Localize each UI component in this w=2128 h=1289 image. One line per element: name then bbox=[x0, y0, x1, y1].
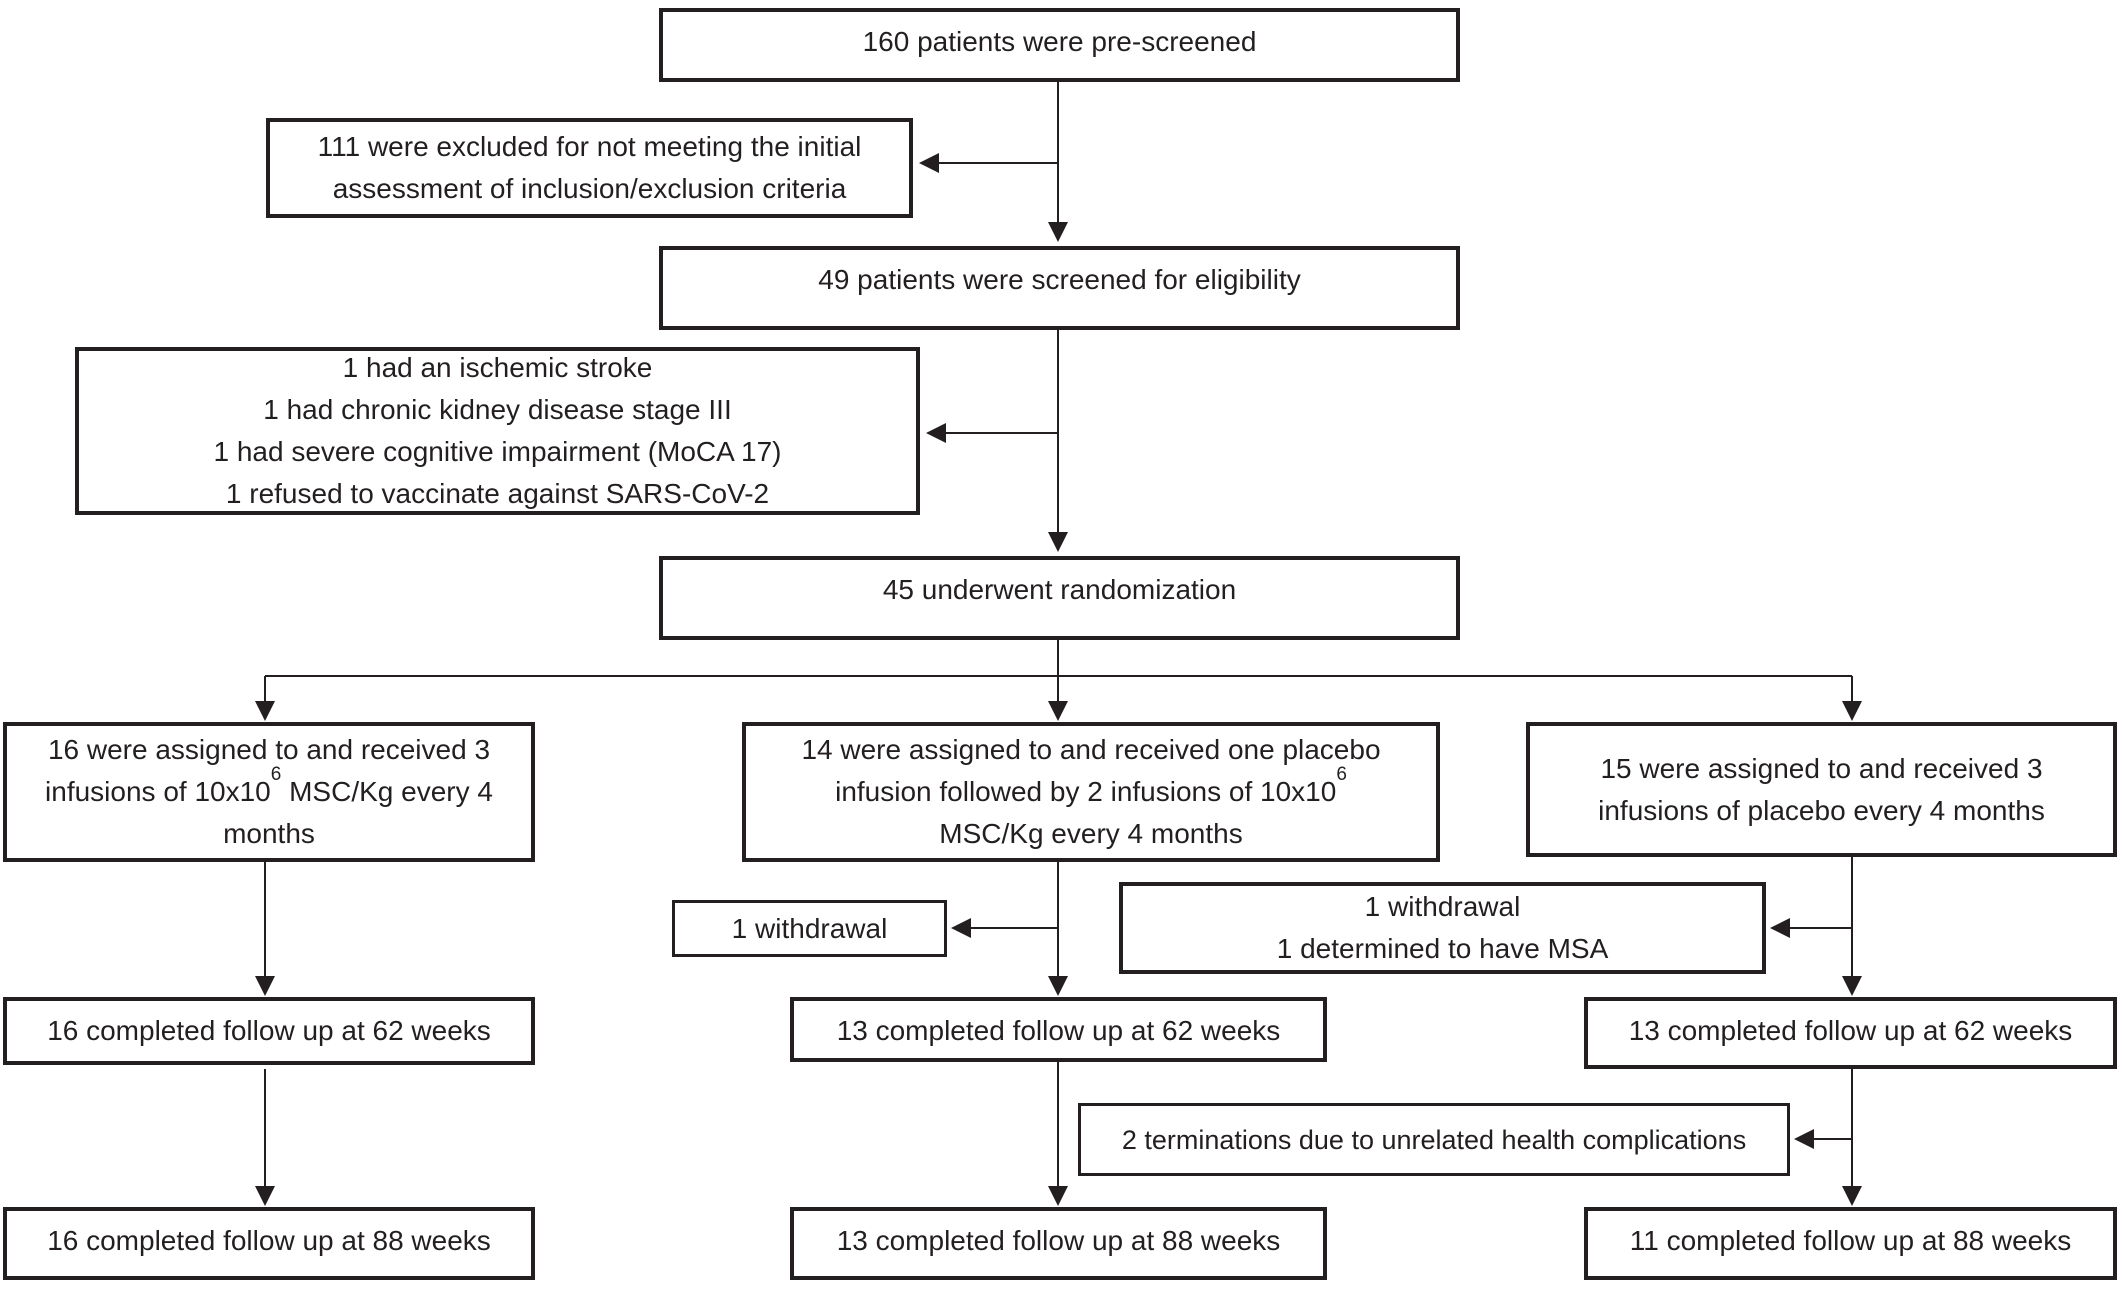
node-prescreened: 160 patients were pre-screened bbox=[659, 8, 1460, 82]
arrow-group bbox=[255, 82, 1862, 1206]
node-excluded-initial-line: 111 were excluded for not meeting the in… bbox=[317, 131, 862, 162]
node-randomized: 45 underwent randomization bbox=[659, 556, 1460, 640]
dose-text: infusions of 10x10 bbox=[45, 776, 271, 807]
node-arm-placebo-then-msc: 14 were assigned to and received one pla… bbox=[742, 722, 1440, 862]
node-excluded-initial: 111 were excluded for not meeting the in… bbox=[266, 118, 913, 218]
node-screened-text: 49 patients were screened for eligibilit… bbox=[818, 264, 1301, 295]
dose-exponent: 6 bbox=[270, 763, 282, 785]
node-arm-placebo: 15 were assigned to and received 3 infus… bbox=[1526, 722, 2117, 857]
node-wk88-left: 16 completed follow up at 88 weeks bbox=[3, 1207, 535, 1280]
node-terminations-text: 2 terminations due to unrelated health c… bbox=[1121, 1124, 1747, 1155]
node-arm-placebo-then-msc-line: infusion followed by 2 infusions of 10x1… bbox=[835, 765, 1347, 813]
node-arm-placebo-line: 15 were assigned to and received 3 bbox=[1600, 752, 2043, 784]
node-wk62-left-text: 16 completed follow up at 62 weeks bbox=[47, 1015, 491, 1046]
node-excluded-eligibility-line: 1 refused to vaccinate against SARS-CoV-… bbox=[225, 478, 770, 509]
node-excluded-eligibility-line: 1 had severe cognitive impairment (MoCA … bbox=[213, 436, 782, 467]
node-excluded-eligibility-line: 1 had chronic kidney disease stage III bbox=[263, 394, 732, 425]
node-prescreened-text: 160 patients were pre-screened bbox=[862, 26, 1257, 57]
node-screened: 49 patients were screened for eligibilit… bbox=[659, 246, 1460, 330]
node-wk62-mid: 13 completed follow up at 62 weeks bbox=[790, 997, 1327, 1062]
node-arm-msc-line: infusions of 10x106 MSC/Kg every 4 bbox=[45, 765, 493, 813]
node-randomized-text: 45 underwent randomization bbox=[882, 574, 1237, 605]
dose-text: MSC/Kg every 4 bbox=[281, 776, 493, 807]
node-wk88-mid: 13 completed follow up at 88 weeks bbox=[790, 1207, 1327, 1280]
node-excluded-eligibility: 1 had an ischemic stroke 1 had chronic k… bbox=[75, 347, 920, 515]
node-arm-placebo-then-msc-line: MSC/Kg every 4 months bbox=[939, 818, 1243, 849]
node-wk62-mid-text: 13 completed follow up at 62 weeks bbox=[836, 1015, 1281, 1046]
node-wk62-left: 16 completed follow up at 62 weeks bbox=[3, 997, 535, 1065]
node-excluded-eligibility-line: 1 had an ischemic stroke bbox=[342, 352, 653, 383]
node-withdrawal-right-line: 1 determined to have MSA bbox=[1276, 933, 1609, 964]
node-withdrawal-mid-text: 1 withdrawal bbox=[731, 912, 888, 944]
node-withdrawal-right-line: 1 withdrawal bbox=[1364, 891, 1521, 922]
node-wk88-right: 11 completed follow up at 88 weeks bbox=[1584, 1207, 2117, 1280]
node-wk62-right: 13 completed follow up at 62 weeks bbox=[1584, 997, 2117, 1069]
node-terminations: 2 terminations due to unrelated health c… bbox=[1078, 1103, 1790, 1176]
dose-text: infusion followed by 2 infusions of 10x1… bbox=[835, 776, 1337, 807]
node-arm-placebo-line: infusions of placebo every 4 months bbox=[1598, 794, 2045, 826]
node-arm-msc-line: 16 were assigned to and received 3 bbox=[47, 734, 491, 765]
node-wk88-right-text: 11 completed follow up at 88 weeks bbox=[1629, 1225, 2072, 1256]
node-arm-placebo-then-msc-line: 14 were assigned to and received one pla… bbox=[801, 734, 1381, 765]
node-withdrawal-mid: 1 withdrawal bbox=[672, 900, 947, 957]
node-withdrawal-right: 1 withdrawal 1 determined to have MSA bbox=[1119, 882, 1766, 974]
node-excluded-initial-line: assessment of inclusion/exclusion criter… bbox=[332, 173, 847, 204]
dose-exponent: 6 bbox=[1336, 763, 1347, 785]
node-wk88-mid-text: 13 completed follow up at 88 weeks bbox=[836, 1225, 1281, 1256]
node-arm-msc-line: months bbox=[223, 818, 315, 849]
node-arm-msc: 16 were assigned to and received 3 infus… bbox=[3, 722, 535, 862]
node-wk88-left-text: 16 completed follow up at 88 weeks bbox=[47, 1225, 491, 1256]
node-wk62-right-text: 13 completed follow up at 62 weeks bbox=[1628, 1015, 2073, 1046]
